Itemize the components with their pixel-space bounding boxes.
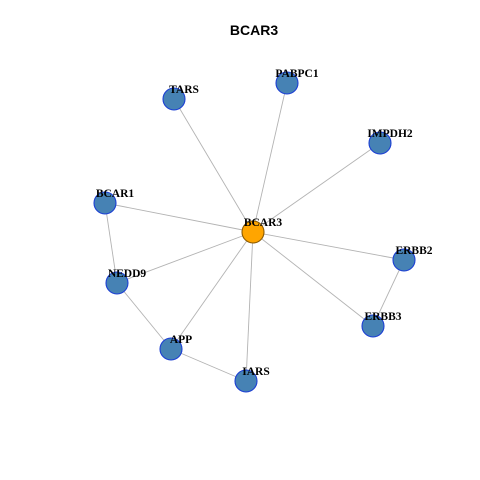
node-bcar3: BCAR3 bbox=[241, 217, 283, 244]
node-circle-pabpc1 bbox=[275, 71, 299, 95]
edge-bcar3-tars bbox=[173, 98, 254, 233]
edges-layer bbox=[104, 82, 405, 382]
node-label-nedd9: NEDD9 bbox=[108, 268, 147, 280]
node-impdh2: IMPDH2 bbox=[367, 128, 413, 155]
node-label-erbb3: ERBB3 bbox=[364, 311, 401, 323]
node-circle-impdh2 bbox=[368, 131, 392, 155]
node-nedd9: NEDD9 bbox=[105, 268, 147, 295]
node-pabpc1: PABPC1 bbox=[275, 68, 319, 95]
edge-bcar3-bcar1 bbox=[104, 202, 254, 233]
node-circle-bcar1 bbox=[93, 191, 117, 215]
node-label-bcar3: BCAR3 bbox=[244, 217, 283, 229]
node-erbb2: ERBB2 bbox=[392, 245, 433, 272]
node-circle-tars bbox=[162, 87, 186, 111]
node-circle-erbb2 bbox=[392, 248, 416, 272]
node-iars: IARS bbox=[234, 366, 270, 393]
node-label-erbb2: ERBB2 bbox=[395, 245, 432, 257]
edge-bcar1-nedd9 bbox=[104, 202, 118, 284]
node-erbb3: ERBB3 bbox=[361, 311, 402, 338]
edge-bcar3-impdh2 bbox=[252, 142, 381, 233]
edge-bcar3-nedd9 bbox=[116, 231, 254, 284]
node-label-pabpc1: PABPC1 bbox=[275, 68, 318, 80]
diagram-title: BCAR3 bbox=[230, 22, 278, 38]
node-label-iars: IARS bbox=[242, 366, 269, 378]
node-label-impdh2: IMPDH2 bbox=[367, 128, 413, 140]
node-label-tars: TARS bbox=[169, 84, 199, 96]
edge-erbb2-erbb3 bbox=[372, 259, 405, 327]
edge-bcar3-app bbox=[170, 231, 254, 350]
edge-bcar3-erbb2 bbox=[252, 231, 405, 261]
node-circle-app bbox=[159, 337, 183, 361]
node-label-bcar1: BCAR1 bbox=[96, 188, 135, 200]
edge-nedd9-app bbox=[116, 282, 172, 350]
edge-app-iars bbox=[170, 348, 247, 382]
edge-bcar3-iars bbox=[245, 231, 254, 382]
node-circle-nedd9 bbox=[105, 271, 129, 295]
node-circle-erbb3 bbox=[361, 314, 385, 338]
node-bcar1: BCAR1 bbox=[93, 188, 135, 215]
node-circle-bcar3 bbox=[241, 220, 265, 244]
edge-bcar3-erbb3 bbox=[252, 231, 374, 327]
node-circle-iars bbox=[234, 369, 258, 393]
edge-bcar3-pabpc1 bbox=[252, 82, 288, 233]
node-label-app: APP bbox=[170, 334, 192, 346]
node-tars: TARS bbox=[162, 84, 199, 111]
node-app: APP bbox=[159, 334, 192, 361]
